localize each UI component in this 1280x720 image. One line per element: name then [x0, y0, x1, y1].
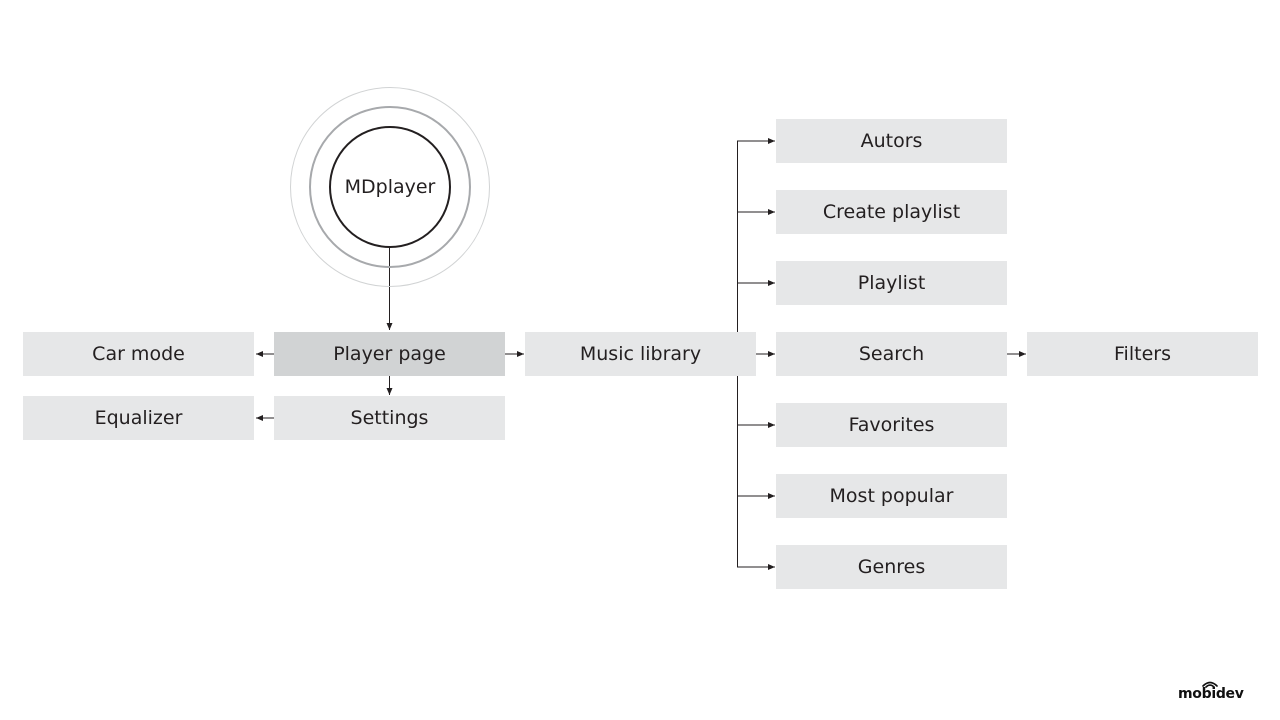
node-search[interactable]: Search [776, 332, 1007, 376]
node-filters[interactable]: Filters [1027, 332, 1258, 376]
node-playlist[interactable]: Playlist [776, 261, 1007, 305]
root-ring-outer [290, 87, 490, 287]
node-favorites[interactable]: Favorites [776, 403, 1007, 447]
logo-text: mobidev [1178, 686, 1244, 702]
node-equalizer[interactable]: Equalizer [23, 396, 254, 440]
mobidev-logo: mobidev [1178, 678, 1266, 702]
node-create-playlist[interactable]: Create playlist [776, 190, 1007, 234]
node-most-popular[interactable]: Most popular [776, 474, 1007, 518]
node-autors[interactable]: Autors [776, 119, 1007, 163]
node-genres[interactable]: Genres [776, 545, 1007, 589]
root-node[interactable] [329, 126, 451, 248]
root-ring-middle [309, 106, 471, 268]
root-label: MDplayer [344, 176, 436, 198]
node-settings[interactable]: Settings [274, 396, 505, 440]
node-music-library[interactable]: Music library [525, 332, 756, 376]
node-player-page[interactable]: Player page [274, 332, 505, 376]
wifi-waves-icon [1202, 681, 1218, 688]
node-car-mode[interactable]: Car mode [23, 332, 254, 376]
